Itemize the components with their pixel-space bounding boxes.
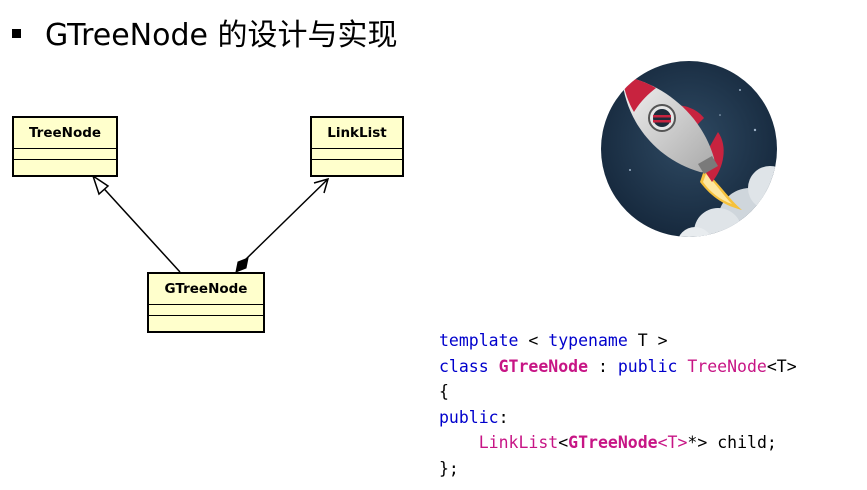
code-line-4: public:	[439, 405, 797, 431]
code-token: GTreeNode	[568, 433, 658, 452]
code-token: {	[439, 382, 449, 401]
code-line-3: {	[439, 379, 797, 405]
code-token: TreeNode	[687, 356, 767, 376]
code-token: LinkList	[478, 433, 559, 452]
code-token: public	[439, 407, 499, 427]
bullet-icon	[12, 28, 21, 38]
code-token: public	[617, 356, 678, 376]
composition-line	[242, 178, 329, 263]
class-name: LinkList	[312, 118, 402, 149]
code-token: :	[498, 407, 509, 427]
code-token: child;	[717, 433, 777, 452]
code-token: <T>	[766, 356, 797, 376]
code-token	[439, 433, 479, 452]
code-token: GTreeNode	[498, 356, 589, 376]
code-token: :	[588, 356, 618, 376]
code-token	[489, 357, 499, 376]
code-token: <	[518, 331, 549, 350]
class-operations	[14, 160, 116, 171]
composition-diamond-icon	[235, 257, 249, 273]
class-name: GTreeNode	[149, 274, 263, 305]
code-token: <T>	[657, 433, 688, 452]
class-attributes	[149, 305, 263, 316]
code-token: class	[439, 356, 489, 376]
composition-arrowhead-icon	[313, 177, 330, 194]
code-line-6: };	[439, 456, 797, 482]
code-token: *>	[687, 433, 718, 452]
slide-title-row: GTreeNode 的设计与实现	[12, 10, 398, 54]
code-block: template < typename T >class GTreeNode :…	[439, 328, 797, 481]
class-attributes	[14, 149, 116, 160]
rocket-logo-icon	[601, 61, 777, 237]
code-token: <	[558, 433, 569, 452]
code-line-1: template < typename T >	[439, 328, 797, 354]
code-token: template	[439, 331, 519, 350]
class-attributes	[312, 149, 402, 160]
class-name: TreeNode	[14, 118, 116, 149]
uml-class-linklist: LinkList	[310, 116, 404, 177]
uml-class-treenode: TreeNode	[12, 116, 118, 177]
class-operations	[312, 160, 402, 171]
slide-title: GTreeNode 的设计与实现	[45, 18, 398, 53]
code-token: T >	[627, 331, 668, 350]
code-token	[677, 357, 687, 376]
inheritance-line	[96, 180, 181, 273]
inheritance-arrowhead-icon	[91, 174, 110, 196]
code-token: };	[439, 458, 459, 478]
code-token: typename	[548, 331, 628, 350]
class-operations	[149, 316, 263, 327]
code-line-2: class GTreeNode : public TreeNode<T>	[439, 354, 797, 380]
code-line-5: LinkList<GTreeNode<T>*> child;	[439, 430, 797, 456]
uml-class-gtreenode: GTreeNode	[147, 272, 265, 333]
